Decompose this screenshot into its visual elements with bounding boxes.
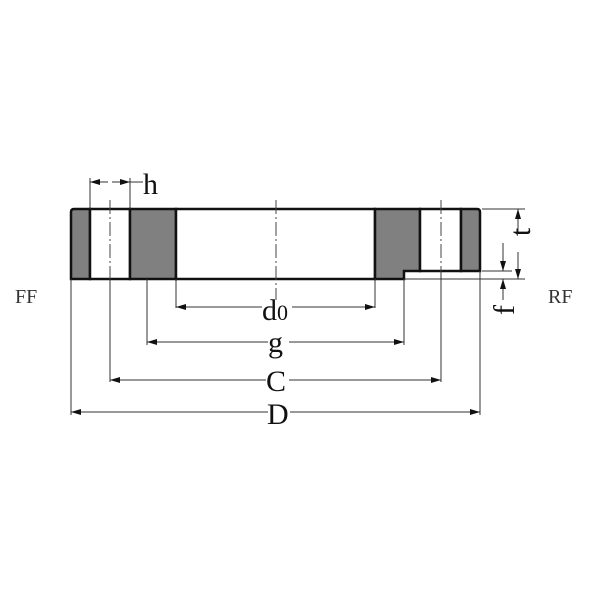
label-f: f (488, 305, 521, 315)
dimension-h: h (90, 168, 158, 201)
label-g: g (268, 326, 283, 359)
section-left-outer (69, 207, 92, 281)
dimension-d0: d0 (176, 294, 375, 327)
label-rf: RF (548, 286, 572, 308)
label-C: C (266, 365, 286, 398)
label-h: h (143, 168, 158, 201)
dimension-f: f (488, 243, 521, 315)
label-ff: FF (15, 286, 37, 308)
label-D: D (267, 398, 289, 431)
section-right-outer (459, 207, 482, 273)
section-left-inner (128, 207, 178, 281)
flange-section (69, 207, 500, 281)
dimension-D: D (71, 398, 480, 431)
section-right-inner (373, 207, 422, 281)
label-d0: d0 (262, 294, 288, 327)
dimension-t: t (504, 209, 537, 279)
dimension-g: g (147, 326, 404, 359)
dimension-C: C (110, 365, 441, 398)
label-t: t (504, 227, 537, 236)
extension-lines (70, 178, 525, 415)
